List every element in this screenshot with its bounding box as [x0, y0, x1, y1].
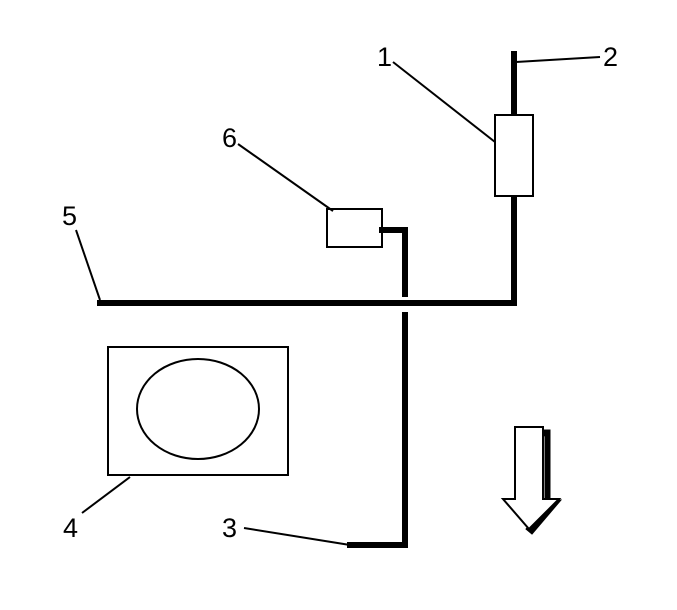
leader-3: [243, 527, 351, 546]
leader-4: [81, 476, 131, 514]
callout-5: 5: [62, 201, 77, 231]
callout-2: 2: [603, 42, 618, 72]
callout-3: 3: [222, 513, 237, 543]
component-6-box: [326, 208, 383, 248]
callout-6: 6: [222, 123, 237, 153]
arrow-body: [500, 426, 562, 531]
callout-1: 1: [377, 42, 392, 72]
component-1-box: [494, 114, 534, 197]
leader-1: [392, 61, 496, 143]
component-4-oval: [136, 358, 260, 460]
leader-5: [75, 229, 101, 301]
harness-lead-6: [379, 227, 408, 297]
callout-4: 4: [63, 513, 78, 543]
arrow-down-icon: [500, 426, 563, 535]
component-4-box: [107, 346, 289, 476]
leader-2: [515, 56, 601, 63]
harness-lead-3: [347, 312, 408, 548]
leader-6: [237, 143, 334, 212]
